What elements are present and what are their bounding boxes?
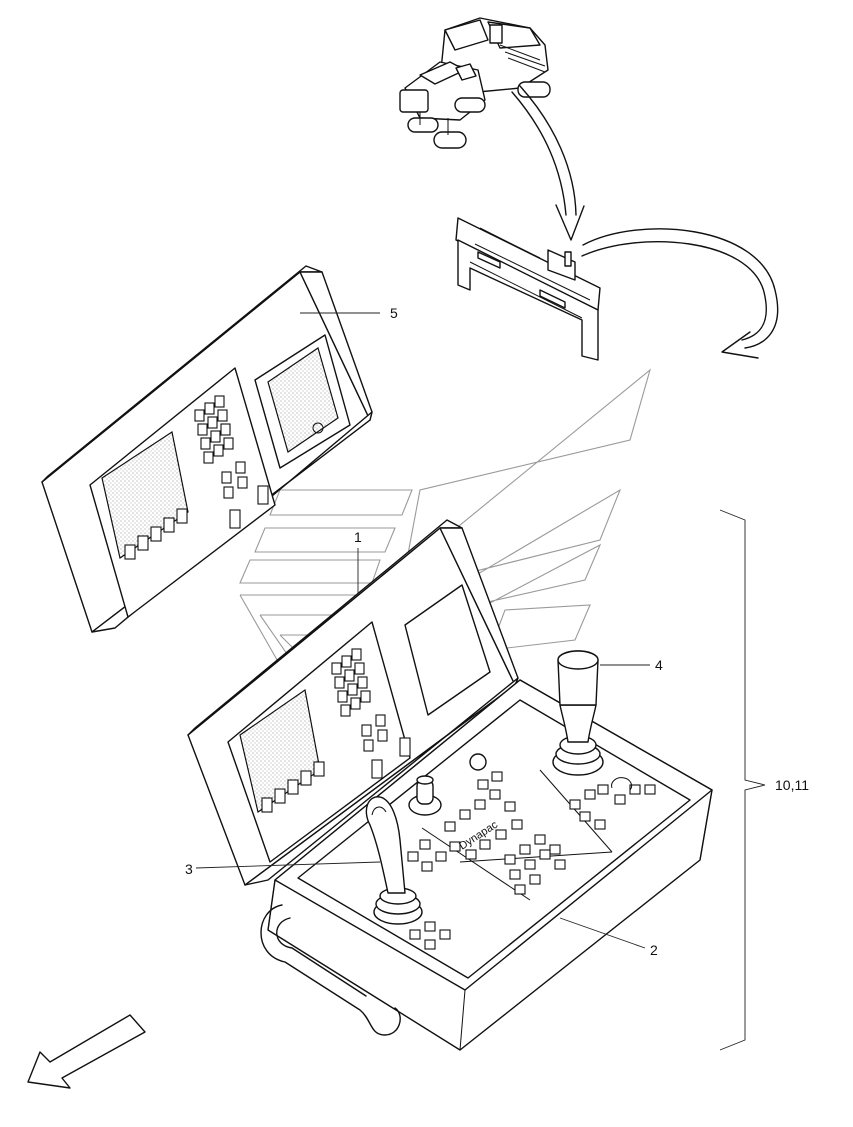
leader-lines [195,312,766,1051]
callout-5: 5 [390,305,398,321]
flow-arrow-screed-to-panel [581,228,779,359]
keypad-grid [194,395,269,529]
joystick-3 [365,796,423,925]
joystick-4 [552,650,604,776]
screed-illustration [455,217,601,361]
keypad-grid-lower [331,648,411,779]
callout-1: 1 [354,529,362,545]
flow-arrow-machine-to-screed [511,85,585,241]
display-panel-1 [187,519,519,886]
callout-4: 4 [655,657,663,673]
paver-machine-illustration [399,17,551,149]
callout-10-11: 10,11 [775,777,809,793]
softkey-row-lower [261,761,325,813]
callout-3: 3 [185,861,193,877]
callout-2: 2 [650,942,658,958]
display-panel-5 [41,265,373,633]
direction-arrow [27,1014,146,1089]
softkey-row [124,508,188,560]
